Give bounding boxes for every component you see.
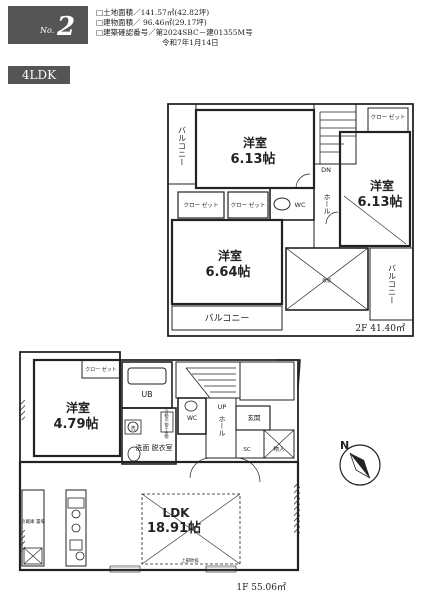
void-2f-label: 吹抜 bbox=[323, 277, 332, 284]
toilet-2f-icon bbox=[273, 197, 291, 211]
closet-1f bbox=[81, 359, 121, 379]
deck-strip-2 bbox=[205, 565, 237, 573]
shoe-closet bbox=[235, 429, 265, 459]
bedroom-2f-c-name: 洋室 bbox=[218, 248, 242, 263]
permit-date: 令和7年1月14日 bbox=[162, 38, 219, 47]
building-area: □建物面積／ 96.46㎡(29.17坪) bbox=[96, 18, 207, 27]
closet-2f-top-right-label: クロー ゼット bbox=[371, 113, 406, 121]
kitchen-counter bbox=[21, 489, 45, 567]
washer-icon bbox=[124, 419, 142, 435]
deck-strip bbox=[109, 565, 141, 573]
stairs-up-label: UP bbox=[218, 403, 227, 411]
floor-1-plan bbox=[18, 351, 301, 572]
stair-treads-2f bbox=[319, 111, 356, 164]
washroom-1f-walls bbox=[121, 407, 177, 465]
bedroom-2f-b-size: 6.13帖 bbox=[357, 194, 402, 210]
compass-north-label: N bbox=[340, 439, 349, 452]
closet-2f-middle-label: クロー ゼット bbox=[231, 201, 266, 209]
balcony-left-label: バルコニー bbox=[178, 126, 187, 166]
wc-2f-walls bbox=[269, 187, 315, 221]
land-area: □土地面積／141.57㎡(42.82坪) bbox=[96, 8, 210, 17]
bathtub-icon bbox=[127, 367, 167, 385]
window-1f-bottom-left bbox=[20, 530, 25, 552]
badge-number: 2 bbox=[57, 12, 76, 42]
hall-2f-label: ホール bbox=[323, 194, 331, 215]
void-2f bbox=[285, 247, 369, 311]
toilet-1f-icon bbox=[184, 400, 198, 412]
property-number-badge: No. 2 bbox=[8, 6, 88, 44]
entrance-label: 玄関 bbox=[248, 413, 261, 422]
window-1f-left bbox=[20, 400, 25, 420]
bath-1f-label: UB bbox=[141, 390, 152, 399]
ldk-walls bbox=[18, 460, 300, 572]
ldk-name: LDK bbox=[163, 506, 191, 520]
laundry-rack-label: 可動式 物干金物 bbox=[165, 409, 170, 439]
ldk-size: 18.91帖 bbox=[147, 520, 201, 536]
bedroom-1f-size: 4.79帖 bbox=[53, 416, 98, 432]
bedroom-1f-walls bbox=[32, 358, 122, 458]
wc-2f-label: WC bbox=[295, 201, 306, 209]
stove-icon bbox=[67, 497, 85, 509]
bedroom-1f-name: 洋室 bbox=[66, 400, 90, 415]
storage-1f bbox=[263, 429, 295, 459]
window-1f-right bbox=[294, 484, 300, 534]
porch-1f bbox=[239, 361, 295, 401]
shoe-closet-label: SC bbox=[243, 447, 250, 453]
building-permit: □建築確認番号／第2024SBC－建01355M号 bbox=[96, 28, 253, 37]
kitchen-island bbox=[65, 489, 87, 567]
fridge-space bbox=[23, 547, 43, 565]
bedroom-2f-b-name: 洋室 bbox=[370, 178, 394, 193]
storage-label: 物入 bbox=[273, 445, 285, 453]
balcony-bottom-area bbox=[171, 305, 283, 331]
laundry-rack-icon bbox=[160, 411, 174, 433]
floor-2-area: 2F 41.40㎡ bbox=[355, 323, 405, 334]
upper-void-area bbox=[141, 493, 241, 565]
badge-prefix: No. bbox=[40, 26, 55, 35]
closet-2f-left-label: クロー ゼット bbox=[184, 201, 219, 209]
balcony-right-label: バルコニー bbox=[388, 264, 397, 304]
stair-treads-1f bbox=[185, 367, 236, 399]
bath-1f-walls bbox=[121, 361, 173, 409]
bedroom-2f-c-walls bbox=[170, 218, 284, 306]
balcony-bottom-label: バルコニー bbox=[205, 313, 250, 324]
bedroom-2f-c-size: 6.64帖 bbox=[205, 264, 250, 280]
layout-badge: 4LDK bbox=[8, 66, 70, 84]
washroom-label: 洗面 脱衣室 bbox=[135, 443, 172, 452]
closet-1f-label: クロー ゼット bbox=[85, 366, 117, 373]
bedroom-2f-a-size: 6.13帖 bbox=[230, 151, 275, 167]
hall-1f-label: ホール bbox=[218, 416, 226, 437]
washer-label: 洗 bbox=[130, 425, 135, 432]
fridge-label: 冷蔵庫 置場 bbox=[21, 518, 45, 525]
stairs-down-label: DN bbox=[321, 166, 331, 174]
compass: N bbox=[339, 439, 381, 486]
compass-ring bbox=[339, 444, 381, 486]
upper-void-label: 上部吹抜 bbox=[181, 557, 199, 564]
bedroom-2f-a-name: 洋室 bbox=[243, 135, 267, 150]
floor-1-area: 1F 55.06㎡ bbox=[236, 582, 286, 593]
floor-2-plan bbox=[167, 103, 414, 337]
wc-1f-label: WC bbox=[187, 415, 197, 422]
closet-2f-left bbox=[177, 191, 225, 219]
closet-2f-middle bbox=[227, 191, 269, 219]
balcony-right-area bbox=[369, 247, 414, 321]
